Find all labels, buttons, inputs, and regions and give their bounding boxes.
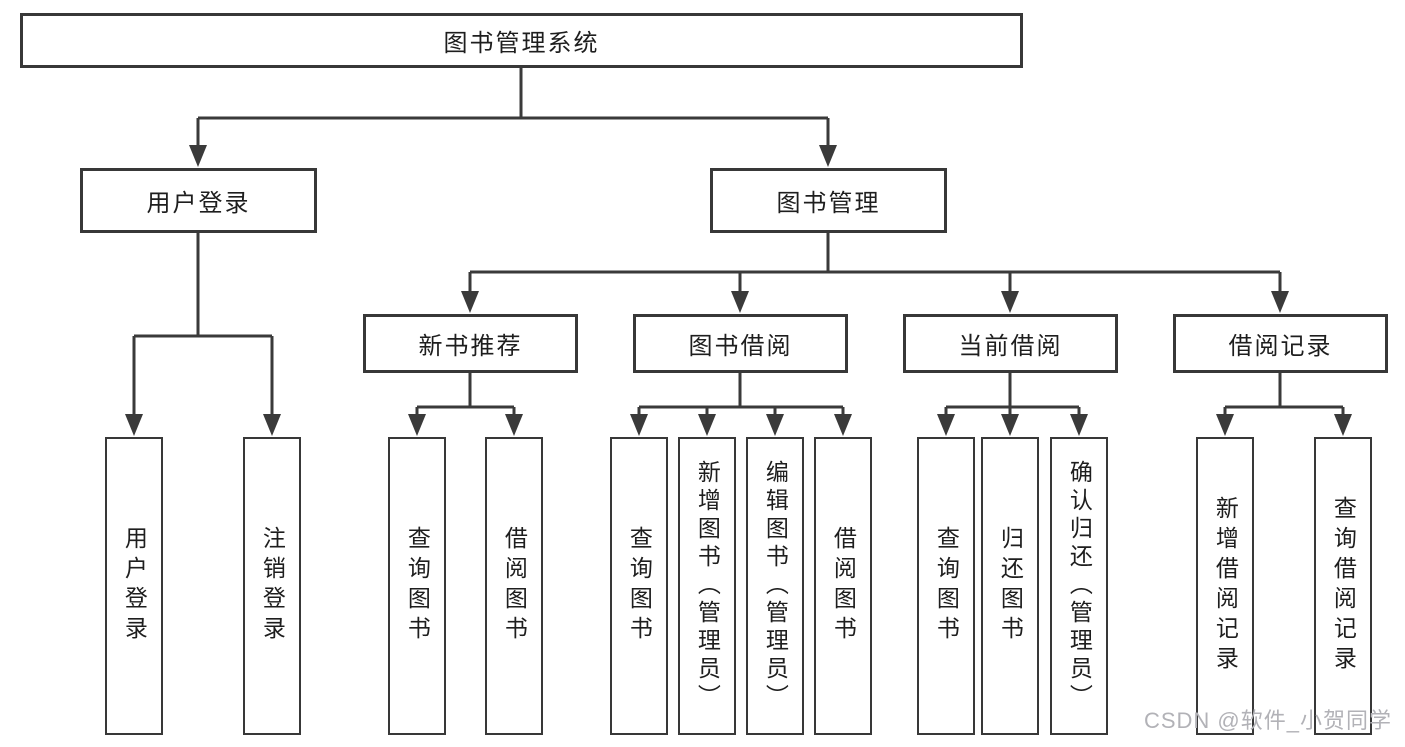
leaf-query-book-a: 查询图书 <box>388 437 446 735</box>
node-current-borrow-label: 当前借阅 <box>958 333 1063 360</box>
connector-borrow-record-group <box>1223 373 1345 417</box>
connector-current-borrow-group <box>944 373 1081 417</box>
node-book-mgmt-label: 图书管理 <box>776 190 881 217</box>
arrowhead-leaf-query-book-a <box>408 414 426 436</box>
csdn-watermark: CSDN @软件_小贺同学 <box>1143 708 1392 733</box>
leaf-add-book: 新增图书（管理员） <box>678 437 736 735</box>
node-root-label: 图书管理系统 <box>443 30 600 57</box>
leaf-query-book-c-label: 查询图书 <box>933 526 960 646</box>
leaf-return-book: 归还图书 <box>981 437 1039 735</box>
arrowhead-new-book-rec <box>461 291 479 313</box>
arrowhead-book-mgmt <box>819 145 837 167</box>
leaf-return-book-label: 归还图书 <box>997 526 1024 646</box>
node-new-book-rec: 新书推荐 <box>363 314 578 373</box>
node-book-borrow-label: 图书借阅 <box>688 333 793 360</box>
node-book-borrow: 图书借阅 <box>633 314 848 373</box>
leaf-confirm-return-label: 确认归还（管理员） <box>1066 460 1093 712</box>
leaf-query-book-c: 查询图书 <box>917 437 975 735</box>
arrowhead-book-borrow <box>731 291 749 313</box>
leaf-edit-book-label: 编辑图书（管理员） <box>762 460 789 712</box>
leaf-logout-label: 注销登录 <box>259 526 286 646</box>
leaf-user-login-label: 用户登录 <box>121 526 148 646</box>
leaf-borrow-book-a-label: 借阅图书 <box>501 526 528 646</box>
arrowhead-leaf-borrow-book-a <box>505 414 523 436</box>
leaf-query-record: 查询借阅记录 <box>1314 437 1372 735</box>
leaf-add-record-label: 新增借阅记录 <box>1212 496 1239 676</box>
arrowhead-current-borrow <box>1001 291 1019 313</box>
node-root: 图书管理系统 <box>20 13 1023 68</box>
arrowhead-leaf-logout <box>263 414 281 436</box>
leaf-borrow-book-a: 借阅图书 <box>485 437 543 735</box>
connector-root-to-level1 <box>196 68 830 148</box>
arrowhead-leaf-query-record <box>1334 414 1352 436</box>
node-user-login: 用户登录 <box>80 168 317 233</box>
leaf-query-record-label: 查询借阅记录 <box>1330 496 1357 676</box>
leaf-add-record: 新增借阅记录 <box>1196 437 1254 735</box>
arrowhead-leaf-return-book <box>1001 414 1019 436</box>
leaf-edit-book: 编辑图书（管理员） <box>746 437 804 735</box>
arrowhead-leaf-borrow-book-b <box>834 414 852 436</box>
arrowhead-leaf-confirm-return <box>1070 414 1088 436</box>
connector-book-mgmt-group <box>468 233 1282 294</box>
node-book-mgmt: 图书管理 <box>710 168 947 233</box>
leaf-user-login: 用户登录 <box>105 437 163 735</box>
connector-user-login-group <box>132 233 274 417</box>
leaf-query-book-b-label: 查询图书 <box>626 526 653 646</box>
node-current-borrow: 当前借阅 <box>903 314 1118 373</box>
leaf-confirm-return: 确认归还（管理员） <box>1050 437 1108 735</box>
leaf-query-book-a-label: 查询图书 <box>404 526 431 646</box>
node-new-book-rec-label: 新书推荐 <box>418 333 523 360</box>
arrowhead-leaf-add-record <box>1216 414 1234 436</box>
node-borrow-record-label: 借阅记录 <box>1228 333 1333 360</box>
leaf-borrow-book-b: 借阅图书 <box>814 437 872 735</box>
arrowhead-user-login <box>189 145 207 167</box>
arrowhead-leaf-add-book <box>698 414 716 436</box>
arrowhead-leaf-query-book-b <box>630 414 648 436</box>
arrowhead-leaf-query-book-c <box>937 414 955 436</box>
leaf-query-book-b: 查询图书 <box>610 437 668 735</box>
connector-new-book-rec-group <box>415 373 516 417</box>
node-borrow-record: 借阅记录 <box>1173 314 1388 373</box>
leaf-logout: 注销登录 <box>243 437 301 735</box>
leaf-add-book-label: 新增图书（管理员） <box>694 460 721 712</box>
leaf-borrow-book-b-label: 借阅图书 <box>830 526 857 646</box>
arrowhead-leaf-edit-book <box>766 414 784 436</box>
node-user-login-label: 用户登录 <box>146 190 251 217</box>
arrowhead-borrow-record <box>1271 291 1289 313</box>
connector-book-borrow-group <box>637 373 845 417</box>
arrowhead-leaf-user-login <box>125 414 143 436</box>
